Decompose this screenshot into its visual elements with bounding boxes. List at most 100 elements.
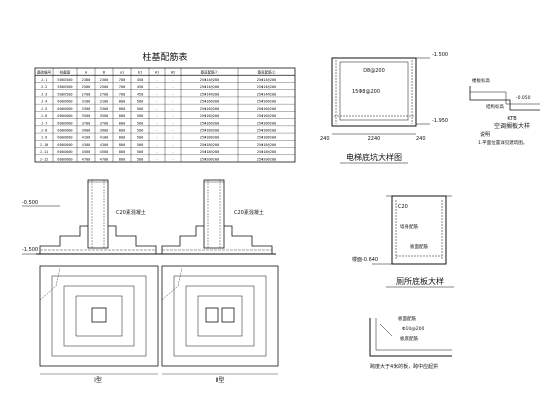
schedule-cell: J-8: [41, 128, 48, 132]
toilet-level: 楼面-0.640: [352, 256, 378, 263]
schedule-cell: 3300: [100, 107, 109, 111]
schedule-cell: 500: [137, 107, 144, 111]
schedule-cell: 25Φ18@200: [200, 128, 219, 132]
schedule-cell: 700: [119, 78, 126, 82]
slab-corner-detail: 板面配筋 Φ10@200 板底配筋 跨度大于4米的板，跨中应起拱: [369, 315, 452, 370]
toilet-slab-detail: C20 墙身配筋 板面配筋 楼面-0.640 厕所底板大样: [352, 195, 454, 288]
schedule-cell: 4300: [82, 143, 91, 147]
schedule-cell: 4100: [100, 136, 109, 140]
schedule-cell: 25Φ16@200: [200, 100, 219, 104]
schedule-cell: -: [172, 121, 174, 125]
schedule-cell: 25Φ16@200: [200, 114, 219, 118]
schedule-cell: 3500: [100, 114, 109, 118]
schedule-cell: -: [172, 157, 174, 161]
corner-label-1: 板面配筋: [398, 315, 416, 322]
schedule-cell: -: [172, 128, 174, 132]
schedule-header-cell: 基础编号: [37, 70, 52, 75]
corner-label-3: 板底配筋: [400, 335, 418, 342]
schedule-cell: 4700: [100, 157, 109, 161]
schedule-cell: 25Φ14@200: [200, 92, 219, 96]
schedule-cell: -: [156, 143, 158, 147]
schedule-cell: 4500: [82, 150, 91, 154]
schedule-cell: 700: [119, 92, 126, 96]
schedule-header-cell: A: [85, 71, 88, 75]
schedule-cell: 800: [119, 136, 126, 140]
schedule-cell: -: [156, 136, 158, 140]
schedule-cell: J-5: [41, 107, 48, 111]
footing-section-type1: -0.500 -1.500 C20素混凝土 Ⅰ型: [22, 179, 160, 384]
schedule-cell: -: [172, 107, 174, 111]
left-concrete-label: C20素混凝土: [116, 209, 146, 216]
schedule-cell: 500: [137, 114, 144, 118]
schedule-cell: J-12: [40, 157, 49, 161]
schedule-cell: 600X600: [57, 121, 72, 125]
schedule-cell: 3500: [82, 114, 91, 118]
schedule-cell: 2300: [82, 78, 91, 82]
schedule-cell: 800: [119, 107, 126, 111]
schedule-cell: 800: [119, 150, 126, 154]
schedule-cell: -: [172, 150, 174, 154]
schedule-cell: -: [156, 107, 158, 111]
schedule-cell: 800: [119, 128, 126, 132]
pit-top-level: -1.500: [432, 52, 448, 58]
schedule-cell: 500: [137, 150, 144, 154]
toilet-wall-label: 墙身配筋: [400, 223, 418, 230]
schedule-cell: 25Φ18@200: [257, 143, 276, 147]
pit-dim-right: 240: [416, 136, 426, 142]
schedule-cell: -: [172, 78, 174, 82]
schedule-cell: 500X500: [57, 85, 72, 89]
schedule-cell: -: [156, 78, 158, 82]
schedule-cell: 25Φ16@200: [257, 114, 276, 118]
schedule-cell: -: [172, 143, 174, 147]
schedule-cell: 600X600: [57, 128, 72, 132]
schedule-cell: 25Φ16@200: [200, 121, 219, 125]
schedule-cell: 500: [137, 136, 144, 140]
schedule-cell: J-4: [41, 100, 48, 104]
pit-rebar-label: D8@200: [363, 68, 385, 74]
schedule-cell: 500: [137, 143, 144, 147]
schedule-cell: 25Φ20@200: [200, 157, 219, 161]
schedule-cell: 3700: [82, 121, 91, 125]
footing-section-type2: C20素混凝土 Ⅱ型: [158, 179, 279, 384]
schedule-cell: 450: [137, 78, 144, 82]
schedule-header-cell: 基底配筋②: [258, 70, 276, 75]
schedule-cell: 2700: [82, 92, 91, 96]
schedule-cell: -: [156, 85, 158, 89]
schedule-header-cell: a1: [120, 71, 124, 75]
schedule-cell: 4700: [82, 157, 91, 161]
schedule-cell: 3700: [100, 121, 109, 125]
schedule-cell: 500: [137, 128, 144, 132]
toilet-caption: 厕所底板大样: [396, 276, 444, 286]
schedule-cell: 2700: [100, 92, 109, 96]
schedule-header-cell: b1: [138, 71, 142, 75]
schedule-cell: 3300: [82, 107, 91, 111]
schedule-cell: -: [156, 114, 158, 118]
schedule-cell: 800: [119, 100, 126, 104]
pit-caption: 电梯底坑大样图: [346, 152, 402, 162]
schedule-cell: J-2: [41, 85, 48, 89]
schedule-cell: 500: [137, 157, 144, 161]
schedule-cell: -: [172, 114, 174, 118]
schedule-cell: 2300: [100, 78, 109, 82]
schedule-cell: -: [172, 85, 174, 89]
schedule-cell: 25Φ14@200: [257, 92, 276, 96]
schedule-cell: 600X600: [57, 107, 72, 111]
schedule-cell: 25Φ14@200: [200, 85, 219, 89]
pit-dim-left: 240: [320, 136, 330, 142]
schedule-cell: 25Φ14@200: [200, 78, 219, 82]
schedule-cell: 500: [137, 121, 144, 125]
schedule-cell: 600X600: [57, 157, 72, 161]
schedule-cell: J-11: [40, 150, 49, 154]
schedule-cell: 600X600: [57, 143, 72, 147]
schedule-cell: 600X600: [57, 150, 72, 154]
schedule-grid: [35, 68, 295, 162]
schedule-cell: 25Φ20@200: [257, 157, 276, 161]
schedule-cell: 25Φ14@200: [257, 85, 276, 89]
pit-note: 15Φ8@200: [352, 89, 380, 95]
ac-label-top: 楼板标高: [472, 77, 490, 84]
schedule-cell: 25Φ16@200: [257, 121, 276, 125]
schedule-cell: -: [172, 92, 174, 96]
schedule-cell: -: [156, 92, 158, 96]
